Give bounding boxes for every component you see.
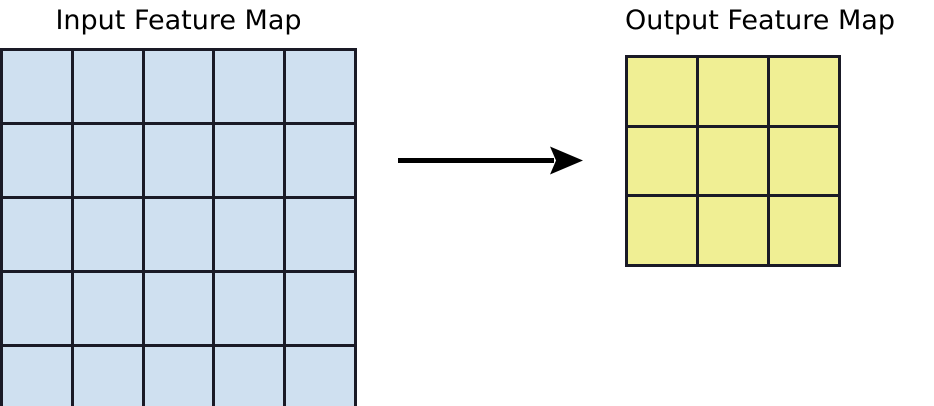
output-cell (628, 197, 696, 264)
input-cell (144, 125, 213, 196)
input-feature-map-grid (0, 48, 357, 406)
transform-arrow-icon (398, 146, 583, 175)
input-cell (215, 273, 284, 344)
output-cell (770, 127, 838, 195)
input-cell (215, 199, 284, 270)
input-cell (215, 347, 284, 406)
input-cell (144, 199, 213, 270)
input-cell (3, 347, 71, 406)
input-cell (3, 125, 71, 196)
input-cell (144, 273, 213, 344)
input-cell (73, 273, 142, 344)
input-cell (73, 51, 142, 122)
input-cell (286, 199, 354, 270)
output-cell (770, 58, 838, 125)
input-cell (73, 347, 142, 406)
output-cell (699, 58, 767, 125)
output-feature-map-title: Output Feature Map (625, 5, 895, 36)
output-cell (628, 58, 696, 125)
input-cell (73, 125, 142, 196)
input-cell (215, 125, 284, 196)
input-cell (3, 51, 71, 122)
input-feature-map-title: Input Feature Map (55, 5, 302, 36)
output-cell (628, 127, 696, 195)
input-cell (73, 199, 142, 270)
output-cell (770, 197, 838, 264)
input-cell (3, 199, 71, 270)
input-cell (286, 125, 354, 196)
input-cell (286, 347, 354, 406)
output-feature-map-grid (625, 55, 841, 267)
output-cell (699, 197, 767, 264)
input-cell (286, 51, 354, 122)
input-cell (215, 51, 284, 122)
input-cell (3, 273, 71, 344)
input-cell (144, 347, 213, 406)
output-cell (699, 127, 767, 195)
input-cell (286, 273, 354, 344)
input-cell (144, 51, 213, 122)
